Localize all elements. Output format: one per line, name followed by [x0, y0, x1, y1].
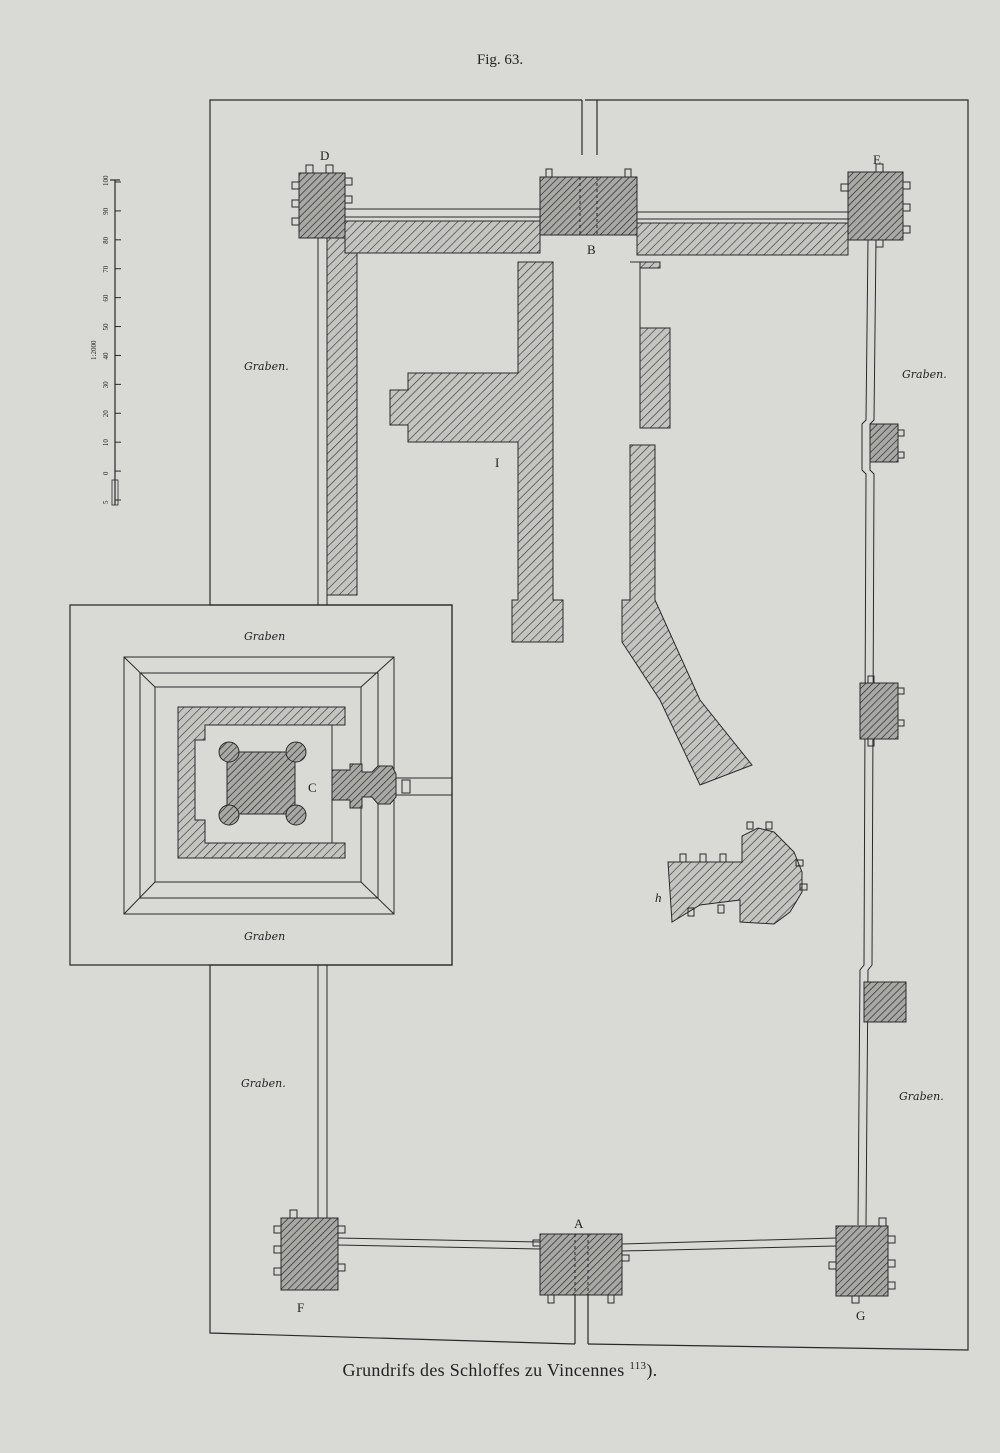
caption-text: Grundrifs des Schloffes zu Vincennes	[342, 1360, 625, 1380]
chapel-h	[667, 821, 808, 925]
scale-tick-label: 30	[102, 381, 110, 389]
building-i-label: I	[495, 455, 499, 470]
scale-tick-label: 20	[102, 410, 110, 418]
north-rampart	[326, 220, 849, 596]
scale-tick-label: 90	[102, 207, 110, 215]
figure-label: Fig. 63.	[476, 52, 524, 68]
east-wall-tower-2	[859, 675, 905, 747]
scale-tick-label: 100	[102, 175, 110, 186]
scale-tick-label: 50	[102, 323, 110, 331]
outer-moat-boundary	[69, 99, 969, 1351]
caption-suffix: ).	[646, 1360, 658, 1380]
scale-tick-label: 80	[102, 236, 110, 244]
moat-label-east-upper: Graben.	[902, 368, 947, 381]
tower-f-label: F	[297, 1300, 304, 1315]
east-range-building	[621, 261, 753, 786]
east-wall-tower-3	[863, 981, 907, 1023]
scale-tick-label: 40	[102, 352, 110, 360]
tower-d-label: D	[320, 148, 329, 163]
moat-label-west-upper: Graben.	[244, 360, 289, 373]
donjon-c-label: C	[308, 780, 317, 795]
tower-e	[840, 163, 911, 248]
figure-caption: Grundrifs des Schloffes zu Vincennes 113…	[0, 1360, 1000, 1381]
moat-label-east-lower: Graben.	[899, 1090, 944, 1103]
moat-label-west-lower: Graben.	[241, 1077, 286, 1090]
scale-tick-label: 70	[102, 265, 110, 273]
scale-tick-label: 10	[102, 439, 110, 447]
donjon-complex	[123, 656, 452, 915]
moat-label-donjon-south: Graben	[244, 930, 285, 943]
gate-a	[532, 1233, 630, 1304]
scale-tick-label: 0	[102, 471, 110, 475]
building-i	[389, 261, 564, 643]
gate-a-label: A	[574, 1216, 584, 1231]
tower-g-label: G	[856, 1308, 865, 1323]
moat-label-donjon-north: Graben	[244, 630, 285, 643]
tower-f	[273, 1209, 346, 1291]
tower-g	[828, 1217, 896, 1304]
tower-d	[291, 164, 353, 239]
scale-tick-label: 5	[102, 500, 110, 504]
chapel-h-label: h	[655, 890, 662, 905]
curtain-walls	[317, 208, 877, 1252]
gate-b	[539, 168, 638, 236]
scale-ratio: 1:2000	[90, 340, 98, 360]
caption-reference: 113	[629, 1360, 647, 1372]
east-wall-tower-1	[869, 423, 905, 463]
scale-tick-label: 60	[102, 294, 110, 302]
gate-b-label: B	[587, 242, 596, 257]
tower-e-label: E	[873, 152, 881, 167]
